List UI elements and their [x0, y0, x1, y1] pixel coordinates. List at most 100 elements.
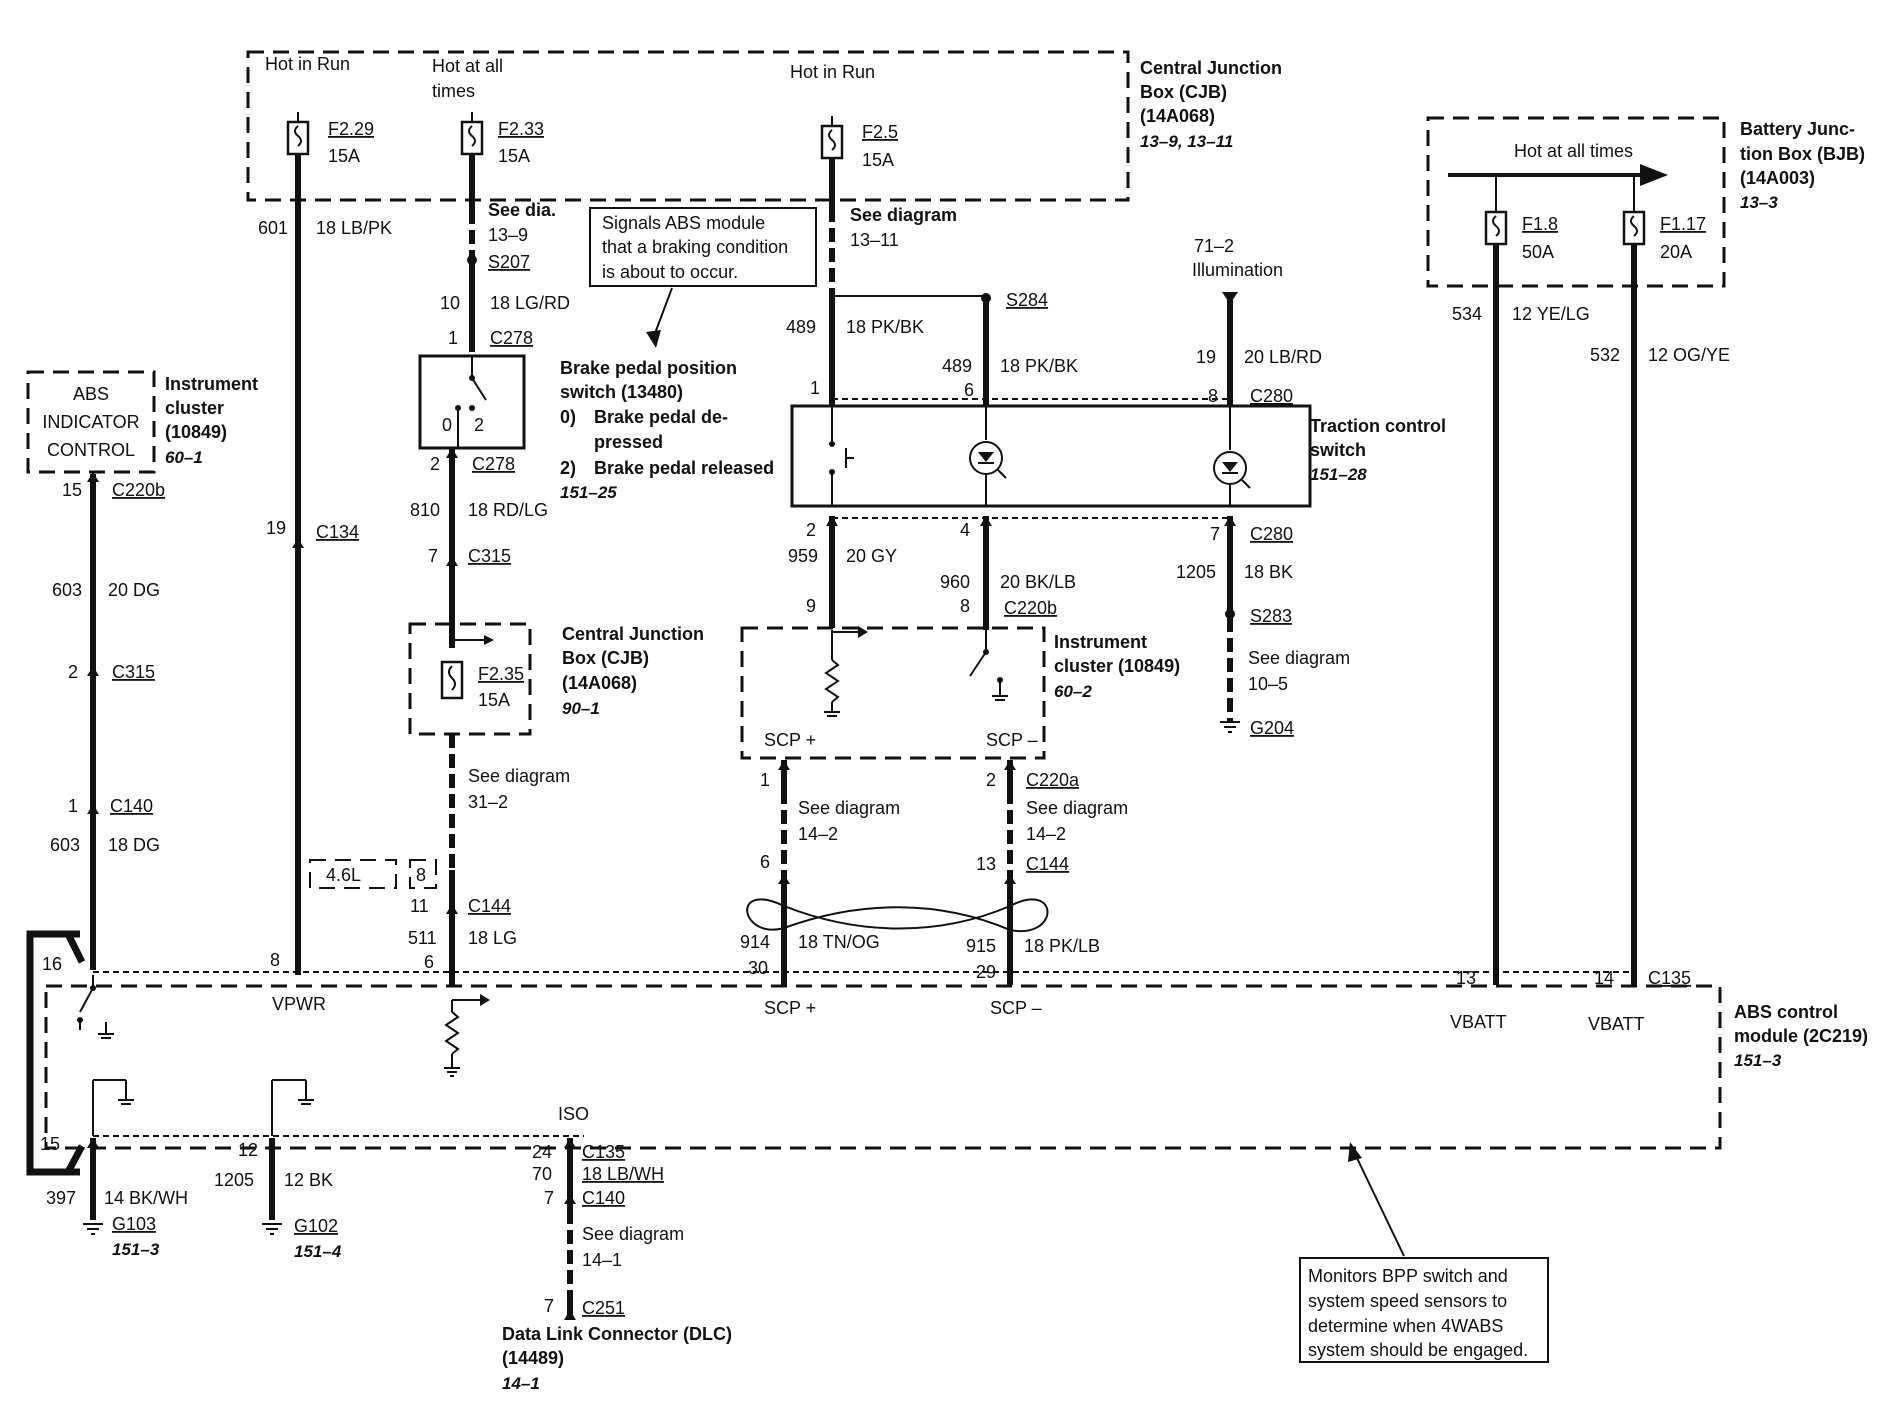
- note-bottom-line-4: system should be engaged.: [1308, 1340, 1528, 1360]
- ground-label: G103: [112, 1214, 156, 1234]
- pin-number: 11: [410, 896, 429, 916]
- pin-function-label: VBATT: [1588, 1014, 1645, 1034]
- pin-number: 24: [532, 1142, 552, 1162]
- ground-icon: [92, 1079, 134, 1136]
- circuit-number: 959: [788, 546, 818, 566]
- note-bottom-line: Monitors BPP switch and: [1308, 1266, 1508, 1286]
- pin-number: 16: [42, 954, 62, 974]
- instrument-cluster-title: Instrument: [165, 374, 258, 394]
- cjb-mid-part: (14A068): [562, 673, 637, 693]
- connector-label: C315: [112, 662, 155, 682]
- connector-label: C278: [490, 328, 533, 348]
- connector-icon: [778, 874, 790, 884]
- wire-color: 20 DG: [108, 580, 160, 600]
- fuse-icon: [460, 112, 484, 156]
- circuit-number: 489: [786, 317, 816, 337]
- fuse-f25-label: F2.5: [862, 122, 898, 142]
- pin-number: 19: [266, 518, 286, 538]
- arrow-up-icon: [1348, 1142, 1362, 1162]
- abs-indicator-outline: [26, 370, 156, 474]
- bjb-part: (14A003): [1740, 168, 1815, 188]
- wire-battery: 534 12 YE/LG 532 12 OG/YE 13 14 C135: [1452, 244, 1730, 988]
- pin-number: 1: [448, 328, 458, 348]
- circuit-number: 603: [50, 835, 80, 855]
- see-diagram-label: See diagram: [798, 798, 900, 818]
- ground-icon: [271, 1079, 314, 1136]
- pin-number: 1: [760, 770, 770, 790]
- wire-color: 12 OG/YE: [1648, 345, 1730, 365]
- pin-number: 13: [976, 854, 996, 874]
- pin-number: 6: [760, 852, 770, 872]
- pin-number: 2: [806, 520, 816, 540]
- see-diagram-ref: 10–5: [1248, 674, 1288, 694]
- cluster-mid-title-2: cluster (10849): [1054, 656, 1180, 676]
- pin-number: 13: [1456, 968, 1476, 988]
- abs-module-title: ABS control: [1734, 1002, 1838, 1022]
- wire-bpp-circuit: See dia. 13–9 S207 10 18 LG/RD 1 C278 0 …: [309, 154, 774, 1077]
- connector-icon: [87, 804, 99, 814]
- lamp-icon: [969, 406, 1007, 506]
- wire-color: 18 LB/PK: [316, 218, 392, 238]
- traction-title: Traction control: [1310, 416, 1446, 436]
- instrument-cluster-mid: SCP + SCP – Instrument cluster (10849) 6…: [740, 626, 1180, 760]
- see-diagram-label: See diagram: [468, 766, 570, 786]
- bjb-ref: 13–3: [1740, 193, 1778, 212]
- circuit-number: 70: [532, 1164, 552, 1184]
- connector-icon: [564, 1194, 576, 1204]
- ground-label: G204: [1250, 718, 1294, 738]
- pin-number: 15: [40, 1134, 60, 1154]
- see-diagram-ref: 31–2: [468, 792, 508, 812]
- fuse-f229-label: F2.29: [328, 119, 374, 139]
- fuse-icon: [820, 116, 844, 160]
- wire-color: 18 DG: [108, 835, 160, 855]
- wire-color: 18 PK/BK: [1000, 356, 1078, 376]
- see-diagram-ref: 13–11: [850, 230, 899, 250]
- fuse-f229-amp: 15A: [328, 146, 360, 166]
- pin-number: 14: [1594, 968, 1614, 988]
- fuse-f233-label: F2.33: [498, 119, 544, 139]
- resistor-icon: [824, 626, 868, 717]
- see-diagram-ref: 14–2: [798, 824, 838, 844]
- bjb-box: Hot at all times F1.8 50A F1.17 20A Batt…: [1426, 116, 1865, 288]
- switch-icon: [455, 356, 487, 448]
- pin-number: 2: [68, 662, 78, 682]
- bpp-title-2: switch (13480): [560, 382, 683, 402]
- pin-number: 8: [960, 596, 970, 616]
- connector-icon: [87, 1138, 99, 1148]
- pin-number: 7: [428, 546, 438, 566]
- traction-title-2: switch: [1310, 440, 1366, 460]
- connector-icon: [564, 1310, 576, 1320]
- pin-number: 8: [270, 950, 280, 970]
- option-8: 8: [416, 865, 426, 885]
- connector-icon: [446, 448, 458, 458]
- wire-color: 20 BK/LB: [1000, 572, 1076, 592]
- note-box-bottom: Monitors BPP switch and system speed sen…: [1299, 1142, 1549, 1363]
- fuse-f18-label: F1.8: [1522, 214, 1558, 234]
- see-diagram-ref: 14–2: [1026, 824, 1066, 844]
- fuse-icon: [286, 112, 310, 156]
- circuit-number: 1205: [1176, 562, 1216, 582]
- traction-control-switch: Traction control switch 151–28: [790, 404, 1446, 508]
- hot-in-run-label-2: Hot in Run: [790, 62, 875, 82]
- note-top-line-3: is about to occur.: [602, 262, 738, 282]
- fuse-f233-amp: 15A: [498, 146, 530, 166]
- circuit-number: 960: [940, 572, 970, 592]
- cjb-mid-title-2: Box (CJB): [562, 648, 649, 668]
- ground-ref: 151–3: [112, 1240, 160, 1259]
- fuse-f117-label: F1.17: [1660, 214, 1706, 234]
- wire-color: 18 LB/WH: [582, 1164, 664, 1184]
- pin-number: 4: [960, 520, 970, 540]
- connector-label: C140: [582, 1188, 625, 1208]
- connector-label: C251: [582, 1298, 625, 1318]
- see-diagram-ref: 13–9: [488, 225, 528, 245]
- switch-icon: [77, 975, 114, 1039]
- connector-label: C144: [1026, 854, 1069, 874]
- connector-label: C278: [472, 454, 515, 474]
- option-8-box: [409, 859, 437, 889]
- cluster-mid-title: Instrument: [1054, 632, 1147, 652]
- pin-number: 7: [1210, 524, 1220, 544]
- circuit-number: 532: [1590, 345, 1620, 365]
- pin-number: 8: [1208, 386, 1218, 406]
- connector-label: C144: [468, 896, 511, 916]
- option-4-6l: 4.6L: [326, 865, 361, 885]
